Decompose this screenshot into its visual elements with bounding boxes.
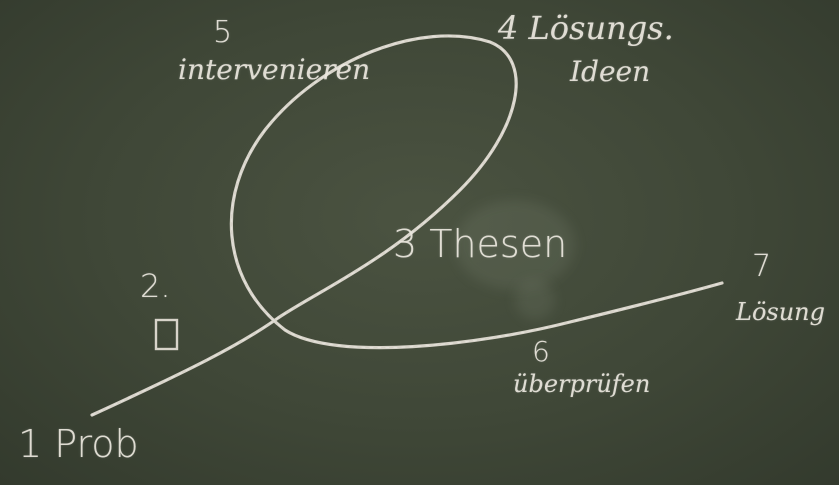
label-step6-verify: überprüfen: [513, 370, 651, 398]
label-step6-number: 6: [532, 335, 550, 368]
label-step1-problem: 1 Prob: [18, 422, 139, 466]
label-step5-intervene: intervenieren: [178, 53, 371, 86]
person-icon: [154, 318, 179, 351]
label-step3-theses: 3 Thesen: [393, 222, 568, 266]
chalk-smudge: [455, 200, 575, 290]
label-step4-ideas: Ideen: [570, 55, 651, 88]
label-step2-number: 2.: [140, 267, 171, 305]
chalk-loop-path: [90, 34, 724, 417]
label-step5-number: 5: [213, 15, 233, 50]
label-step7-number: 7: [752, 249, 772, 284]
label-step4-solution-ideas: 4 Lösungs.: [498, 9, 674, 47]
chalk-smudge: [515, 280, 555, 320]
chalk-loop-path-texture: [91, 35, 723, 416]
label-step7-solution: Lösung: [736, 298, 825, 326]
